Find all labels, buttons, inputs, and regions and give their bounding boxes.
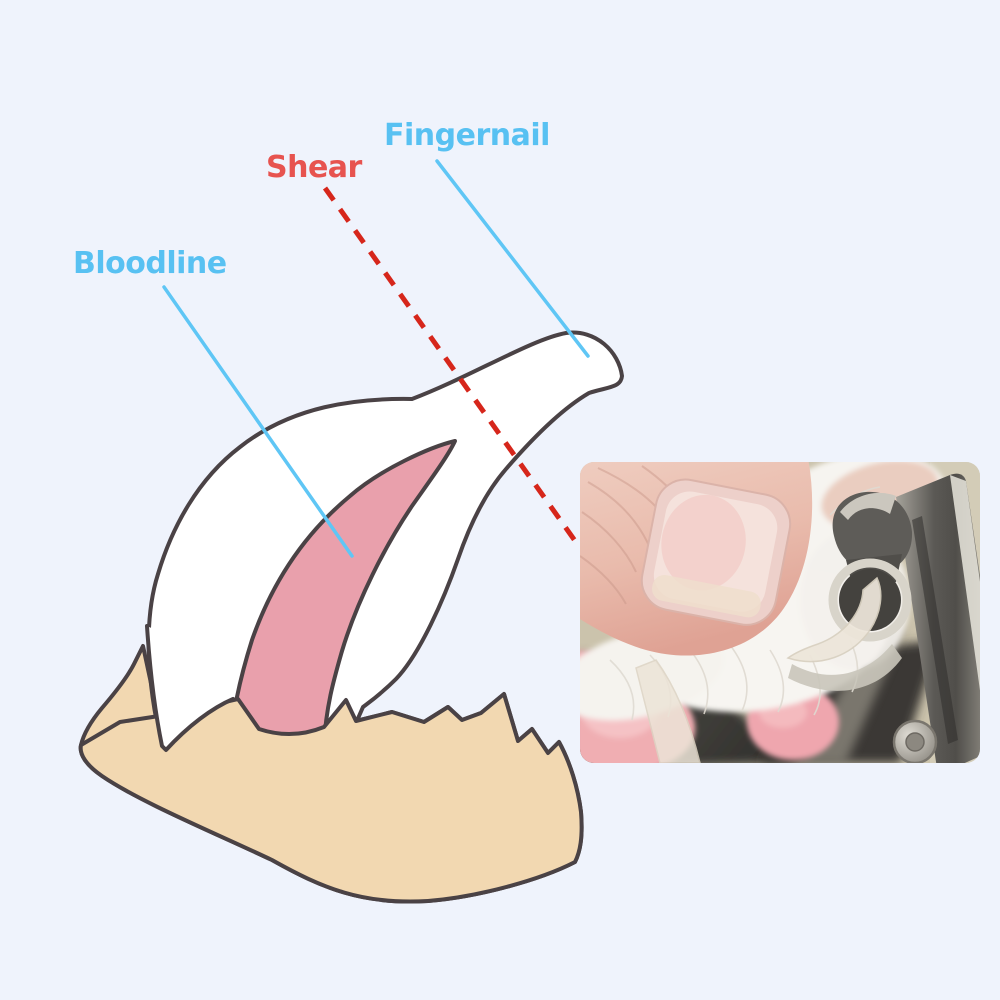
clipper (786, 473, 980, 763)
photo-inset (580, 462, 980, 763)
nail-tip-overlay (147, 626, 236, 750)
claw-sliver (635, 659, 701, 763)
paw-fur-front-edge (78, 692, 584, 904)
label-bloodline: Bloodline (73, 246, 227, 281)
fingernail-leader-line (435, 159, 590, 358)
claw-illustration (78, 330, 624, 904)
thumbnail (640, 478, 792, 626)
claw-in-blade (786, 576, 882, 663)
nail-tip-outline (145, 624, 235, 752)
label-shear: Shear (266, 150, 362, 185)
label-fingernail: Fingernail (384, 118, 550, 153)
shear-cut-line (322, 186, 581, 547)
thumb (580, 462, 813, 656)
bloodline-leader-line (162, 285, 354, 558)
